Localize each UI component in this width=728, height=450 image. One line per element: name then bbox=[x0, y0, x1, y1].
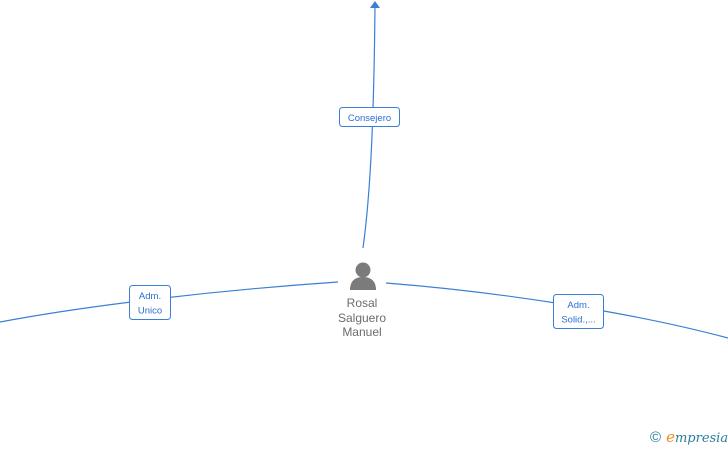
center-node-name[interactable]: Rosal Salguero Manuel bbox=[312, 296, 412, 340]
node-name-line: Rosal bbox=[346, 296, 378, 310]
edge-label-adm-solid[interactable]: Adm. Solid.,... bbox=[553, 294, 604, 329]
edge-label-text: Consejero bbox=[348, 113, 391, 124]
edge-label-text: Unico bbox=[138, 306, 162, 317]
node-name-line: Manuel bbox=[342, 325, 382, 339]
brand-rest: mpresia bbox=[674, 431, 728, 446]
person-icon[interactable] bbox=[350, 262, 376, 291]
edge-label-text: Adm. bbox=[139, 291, 161, 302]
arrowhead-icon bbox=[370, 1, 380, 8]
edge-label-text: Solid.,... bbox=[561, 315, 595, 326]
brand-first-letter: e bbox=[666, 428, 675, 446]
edge-label-adm-unico[interactable]: Adm. Unico bbox=[129, 285, 171, 320]
copyright-icon: © bbox=[650, 429, 662, 446]
watermark: © empresia bbox=[650, 428, 728, 448]
edge-label-text: Adm. bbox=[567, 300, 589, 311]
brand-logo: empresia bbox=[666, 428, 728, 448]
edge-consejero[interactable] bbox=[362, 5, 376, 249]
edge-label-consejero[interactable]: Consejero bbox=[339, 107, 400, 127]
node-name-line: Salguero bbox=[337, 310, 387, 325]
